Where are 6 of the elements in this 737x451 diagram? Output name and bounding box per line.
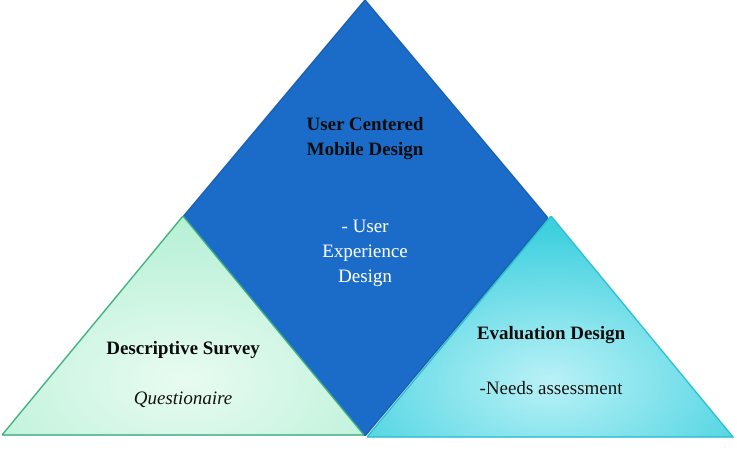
node-text: Questionaire bbox=[132, 387, 234, 411]
node-heading: Evaluation Design bbox=[476, 322, 626, 346]
node-text: -Needs assessment bbox=[478, 377, 624, 401]
node-heading: User Centered Mobile Design bbox=[306, 113, 424, 162]
node-text: - User Experience Design bbox=[321, 215, 409, 289]
node-heading: Descriptive Survey bbox=[105, 337, 261, 361]
